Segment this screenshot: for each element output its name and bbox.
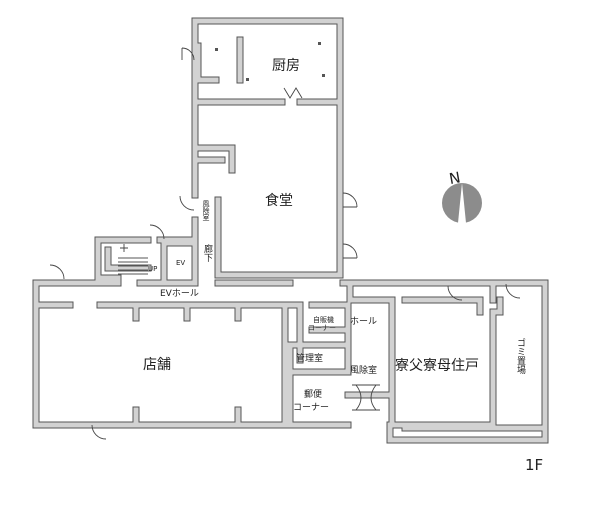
wall bbox=[195, 37, 243, 83]
room-hall: ホール bbox=[350, 316, 377, 327]
stairs bbox=[118, 257, 148, 275]
wall-outline bbox=[194, 36, 244, 84]
kitchen-fixtures bbox=[215, 42, 325, 81]
stairs-up-label: UP bbox=[148, 265, 157, 273]
room-corridor: 廊下 bbox=[202, 243, 213, 263]
wall bbox=[387, 422, 543, 443]
compass: N bbox=[442, 168, 482, 223]
room-windbreak-lower: 風除室 bbox=[350, 364, 377, 376]
room-dining: 食堂 bbox=[265, 192, 293, 209]
room-residence: 寮父寮母住戸 bbox=[395, 357, 479, 374]
wall bbox=[287, 302, 351, 363]
wall bbox=[287, 342, 351, 375]
wall bbox=[161, 240, 198, 281]
wall bbox=[95, 237, 198, 281]
wall bbox=[192, 18, 343, 278]
wall bbox=[33, 280, 351, 428]
room-vending-1: 自販機 bbox=[313, 315, 334, 324]
room-ev-hall: EVホール bbox=[160, 288, 199, 299]
room-mail-2: コーナー bbox=[293, 402, 329, 413]
room-office: 管理室 bbox=[296, 352, 323, 364]
room-garbage: ゴミ置場 bbox=[515, 337, 526, 375]
compass-north: N bbox=[448, 168, 462, 188]
room-windbreak-upper: 風除室 bbox=[202, 200, 210, 221]
walls bbox=[32, 17, 549, 444]
room-kitchen: 厨房 bbox=[272, 58, 300, 74]
doors bbox=[49, 47, 521, 440]
room-mail-1: 郵便 bbox=[304, 388, 322, 400]
room-vending-2: コーナー bbox=[308, 324, 336, 332]
wall bbox=[33, 302, 288, 428]
wall bbox=[287, 369, 391, 428]
room-elevator: EV bbox=[176, 259, 185, 267]
wall bbox=[133, 302, 241, 428]
wall bbox=[195, 145, 235, 173]
floor-label: 1F bbox=[525, 456, 543, 474]
room-shop: 店舗 bbox=[143, 357, 171, 373]
